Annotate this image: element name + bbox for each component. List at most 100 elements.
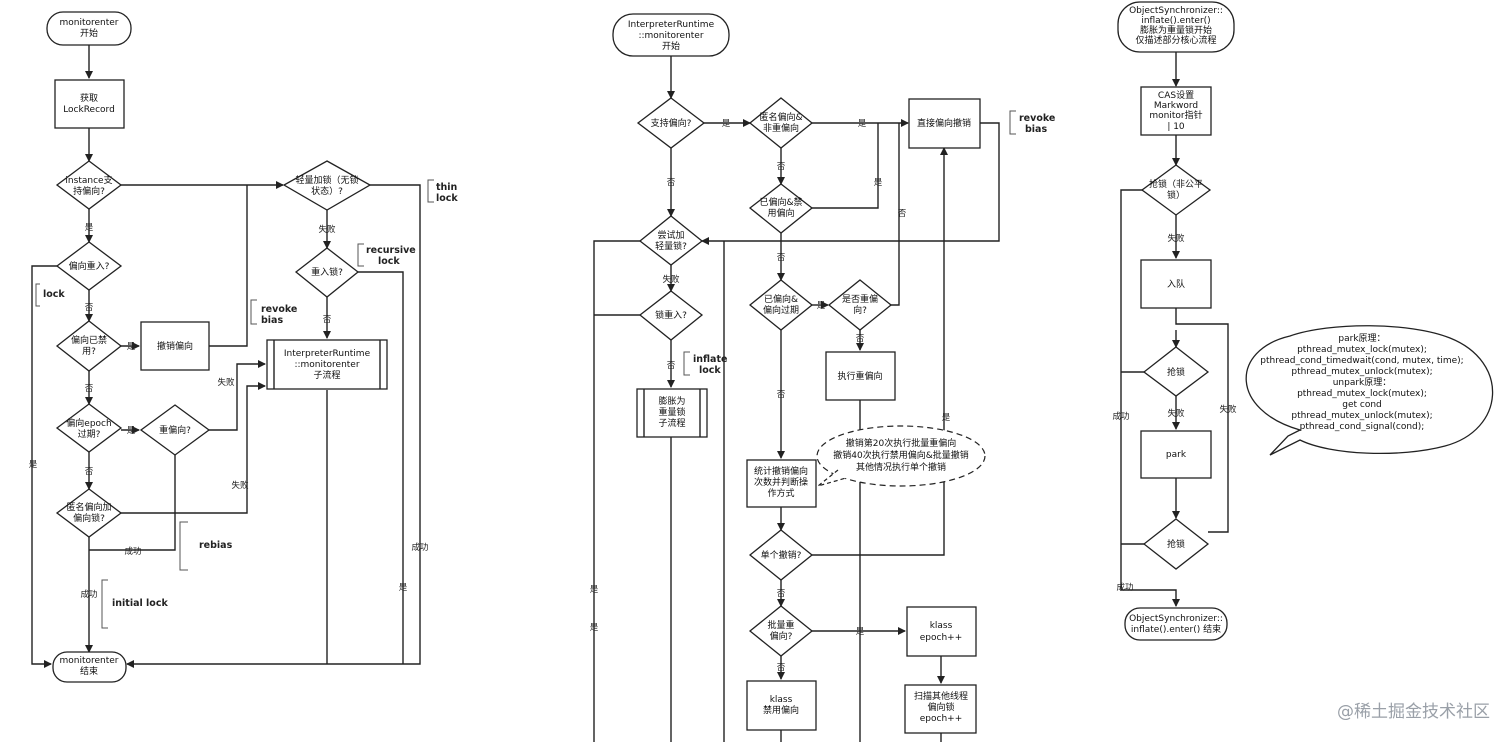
exec-rebias-label: 执行重偏向 (837, 370, 882, 382)
cloud-note-line1: 撤销第20次执行批量重偏向 (846, 437, 956, 449)
single-revoke-decision (748, 529, 814, 581)
get-lock-record-node (54, 79, 125, 129)
biased-disabled-decision (748, 183, 814, 234)
anon-bias-decision (55, 488, 123, 538)
revoke-bias-annotation-1: revoke (261, 304, 297, 315)
flow1-monitorenter: 是 否 是 否 是 否 是 失败 失败 成功 成功 失败 否 是 成功 moni… (29, 11, 458, 683)
biased-disabled-line2: 用偏向 (767, 207, 794, 219)
flow1-start-line2: 开始 (80, 27, 98, 39)
cas-set-line1: CAS设置 (1158, 90, 1194, 101)
label-success: 成功 (124, 546, 141, 557)
label-no: 否 (85, 303, 94, 313)
rebias-decision (139, 404, 211, 456)
reentry-lock-label: 重入锁? (311, 266, 343, 278)
grab-unfair-line1: 抢锁（非公平 (1149, 178, 1203, 190)
label-fail: 失败 (217, 377, 235, 388)
label-yes: 是 (590, 585, 599, 595)
count-revoke-line1: 统计撤销偏向 (754, 465, 808, 477)
bias-reentry-decision (55, 241, 123, 291)
klass-disable-node (746, 680, 817, 731)
anon-non-rebias-line2: 非重偏向 (763, 122, 799, 134)
cas-set-line4: | 10 (1167, 122, 1185, 132)
interp-sub-line2: ::monitorenter (294, 360, 359, 370)
park-note-line8: pthread_mutex_unlock(mutex); (1291, 411, 1432, 421)
label-no: 否 (667, 178, 676, 188)
label-no: 否 (85, 467, 94, 477)
flow1-edges (31, 45, 421, 668)
epoch-expired-line2: 过期? (78, 428, 101, 440)
flow1-start-node (46, 11, 132, 46)
label-yes: 是 (874, 178, 883, 188)
support-bias-decision (636, 97, 706, 149)
try-lightweight-line2: 轻量锁? (655, 240, 687, 252)
label-yes: 是 (817, 301, 826, 311)
grab-lock-decision (1142, 346, 1210, 397)
label-yes: 是 (856, 627, 865, 637)
label-yes: 是 (399, 583, 408, 593)
flow3-edge-labels: 失败 失败 失败 成功 成功 (1112, 233, 1237, 593)
label-yes: 是 (127, 342, 136, 352)
inflate-subprocess-node (636, 388, 708, 438)
cloud-note-line3: 其他情况执行单个撤销 (856, 461, 946, 473)
rebias-annotation: rebias (199, 540, 233, 551)
flow1-end-node (52, 651, 127, 683)
thin-lock-annotation-1: thin (436, 182, 458, 193)
flow3-start-line3: 膨胀为重量锁开始 (1140, 24, 1212, 36)
bias-disabled-decision (55, 320, 123, 372)
flow2-edge-labels: 是 否 是 否 是 否 失败 是 是 否 是 否 否 否 是 否 是 否 (590, 119, 951, 673)
label-fail: 失败 (1167, 233, 1185, 244)
label-fail: 失败 (662, 274, 680, 285)
park-note-line1: park原理： (1338, 333, 1385, 344)
revoke-bias-bracket (250, 299, 257, 325)
direct-revoke-label: 直接偏向撤销 (917, 117, 971, 129)
flow2-revoke-annotation-2: bias (1025, 124, 1047, 135)
lock-reentry-decision (638, 290, 704, 341)
klass-disable-line2: 禁用偏向 (763, 704, 799, 716)
label-no: 否 (323, 315, 332, 325)
flow2-start-node (612, 13, 730, 57)
flow2-start-line1: InterpreterRuntime (628, 20, 715, 30)
park-principle-callout: park原理： pthread_mutex_lock(mutex); pthre… (1245, 325, 1494, 456)
epoch-expired-decision (55, 403, 123, 453)
get-lock-record-line1: 获取 (80, 93, 98, 104)
interp-sub-line1: InterpreterRuntime (284, 349, 371, 359)
label-no: 否 (777, 663, 786, 673)
count-revoke-line3: 作方式 (767, 487, 794, 499)
revoke-rule-cloud-note (816, 425, 986, 487)
flow2-interpreter-runtime: 是 否 是 否 是 否 失败 是 是 否 是 否 否 否 是 否 是 否 Int… (590, 13, 1055, 742)
cloud-note-line2: 撤销40次执行禁用偏向&批量撤销 (833, 449, 968, 461)
lock-annotation: lock (43, 289, 65, 300)
get-lock-record-line2: LockRecord (63, 105, 115, 115)
grab-lock2-label: 抢锁 (1167, 538, 1185, 550)
flow3-start-line4: 仅描述部分核心流程 (1135, 34, 1216, 46)
enqueue-node (1140, 259, 1212, 309)
count-revoke-node (746, 459, 817, 508)
watermark-text: @稀土掘金技术社区 (1337, 702, 1490, 722)
rebias-q-line2: 向? (853, 304, 867, 316)
scan-threads-line3: epoch++ (920, 714, 963, 724)
enqueue-label: 入队 (1167, 278, 1185, 290)
lock-bracket (35, 283, 40, 307)
inflate-annotation-2: lock (699, 365, 721, 376)
rebias-bracket (179, 521, 188, 571)
flow3-object-synchronizer: 失败 失败 失败 成功 成功 ObjectSynchronizer:: infl… (1112, 1, 1494, 641)
lightweight-lock-decision (282, 160, 372, 211)
flow3-end-line1: ObjectSynchronizer:: (1129, 614, 1223, 624)
initial-lock-bracket (101, 579, 108, 629)
instance-biased-line1: instance支 (65, 174, 112, 186)
grab-unfair-line2: 锁） (1167, 189, 1185, 201)
epoch-expired-line1: 偏向epoch (66, 417, 111, 429)
label-no: 否 (777, 589, 786, 599)
interp-subprocess-node (266, 339, 388, 390)
label-no: 否 (898, 209, 907, 219)
grab-unfair-decision (1140, 164, 1212, 216)
bias-disabled-line1: 偏向已禁 (71, 334, 107, 346)
scan-threads-node (904, 684, 977, 734)
single-revoke-label: 单个撤销? (761, 549, 802, 561)
label-fail: 失败 (1219, 404, 1237, 415)
bias-disabled-line2: 用? (82, 346, 96, 357)
label-yes: 是 (942, 413, 951, 423)
revoke-bias-annotation-2: bias (261, 315, 283, 326)
label-no: 否 (85, 384, 94, 394)
recursive-lock-bracket (357, 243, 364, 267)
